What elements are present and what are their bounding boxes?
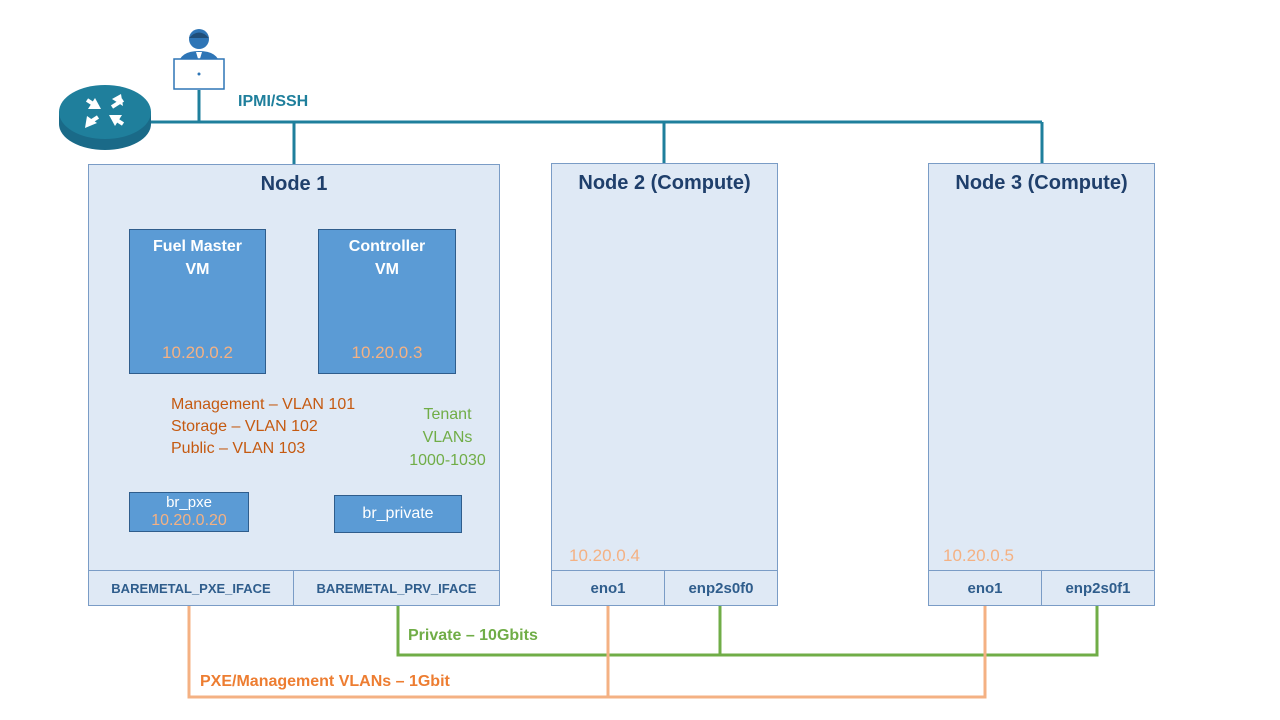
br-pxe-bridge: br_pxe 10.20.0.20 (129, 492, 249, 532)
fuel-vm-name: Fuel Master VM (153, 238, 242, 278)
br-pxe-name: br_pxe (166, 494, 212, 511)
vlan-public: Public – VLAN 103 (171, 440, 306, 457)
node3-box: Node 3 (Compute) (928, 163, 1155, 606)
controller-vm: Controller VM 10.20.0.3 (318, 229, 456, 374)
br-pxe-ip: 10.20.0.20 (151, 512, 227, 529)
controller-vm-ip: 10.20.0.3 (351, 343, 423, 362)
node3-ip: 10.20.0.5 (943, 546, 1014, 565)
node3-iface-eno1[interactable]: eno1 (928, 570, 1042, 606)
controller-vm-name: Controller VM (348, 238, 426, 278)
node2-ip: 10.20.0.4 (569, 546, 640, 565)
fuel-vm-ip: 10.20.0.2 (162, 343, 233, 362)
vlan-list: Management – VLAN 101 Storage – VLAN 102… (171, 394, 355, 460)
vlan-management: Management – VLAN 101 (171, 396, 356, 413)
admin-user-icon (170, 25, 226, 91)
private-network-line (396, 606, 1099, 657)
ipmi-ssh-label: IPMI/SSH (238, 93, 309, 110)
tenant-vlans-label: Tenant VLANs 1000-1030 (409, 406, 486, 469)
baremetal-pxe-iface[interactable]: BAREMETAL_PXE_IFACE (88, 570, 294, 606)
baremetal-prv-iface[interactable]: BAREMETAL_PRV_IFACE (293, 570, 500, 606)
node2-iface-enp2s0f0[interactable]: enp2s0f0 (664, 570, 778, 606)
node1-title: Node 1 (260, 173, 328, 195)
private-network-label: Private – 10Gbits (408, 627, 538, 644)
pxe-network-line (187, 606, 987, 699)
node3-title: Node 3 (Compute) (955, 172, 1128, 194)
fuel-master-vm: Fuel Master VM 10.20.0.2 (129, 229, 266, 374)
pxe-network-label: PXE/Management VLANs – 1Gbit (200, 673, 450, 690)
node3-iface-enp2s0f1[interactable]: enp2s0f1 (1041, 570, 1155, 606)
node2-box: Node 2 (Compute) (551, 163, 778, 606)
br-private-bridge: br_private (334, 495, 462, 533)
node2-iface-eno1[interactable]: eno1 (551, 570, 665, 606)
vlan-storage: Storage – VLAN 102 (171, 418, 318, 435)
br-private-name: br_private (362, 505, 434, 522)
node2-title: Node 2 (Compute) (578, 172, 751, 194)
router-icon (57, 82, 154, 152)
